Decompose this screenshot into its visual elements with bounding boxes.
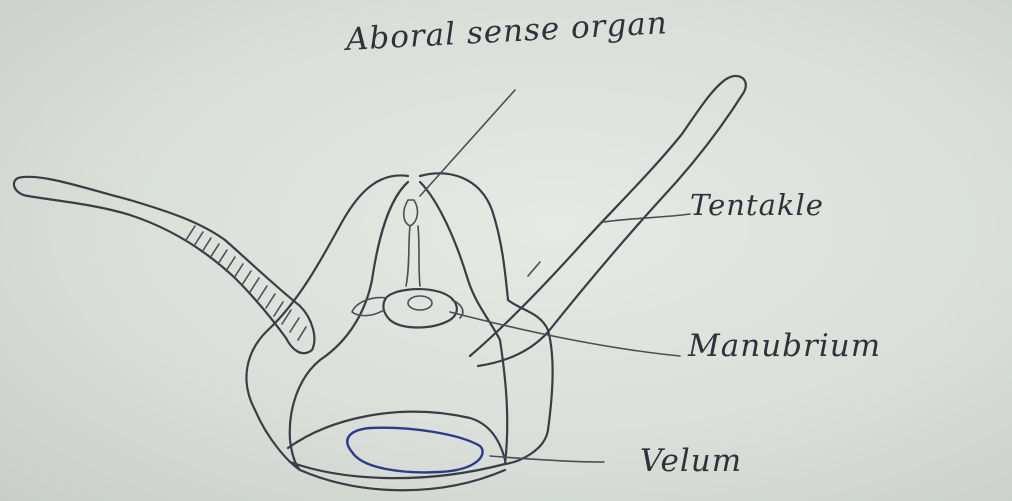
leader-lines — [420, 90, 690, 462]
velum — [347, 428, 482, 473]
label-velum: Velum — [640, 443, 742, 479]
aboral-sense-organ — [404, 200, 420, 286]
left-tentacle — [14, 177, 314, 353]
leader-manubrium — [450, 312, 680, 356]
label-tentacle: Tentakle — [690, 188, 824, 222]
bell — [246, 173, 552, 490]
label-manubrium: Manubrium — [688, 328, 881, 364]
leader-velum — [490, 456, 604, 462]
